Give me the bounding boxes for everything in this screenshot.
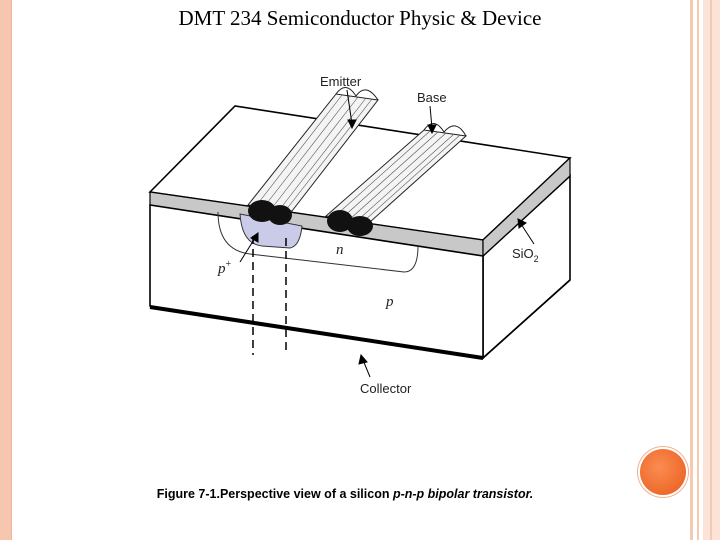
sio2-label-main: SiO <box>512 246 534 261</box>
emitter-label: Emitter <box>320 74 362 89</box>
slide-title: DMT 234 Semiconductor Physic & Device <box>0 6 720 31</box>
p-plus-label: p+ <box>217 259 232 277</box>
p-plus-arrow-line <box>239 237 256 263</box>
p-plus-label-main: p <box>217 261 226 277</box>
p-plus-arrow-head <box>250 232 259 243</box>
base-arrow-line <box>429 105 433 129</box>
right-border-line-1 <box>690 0 693 540</box>
emitter-stripe-hatching <box>255 94 373 211</box>
base-contact-metal <box>327 210 373 236</box>
collector-arrow-head <box>358 353 368 365</box>
emitter-contact-metal <box>248 200 292 225</box>
decorative-orange-circle <box>640 449 686 495</box>
left-border-decoration <box>0 0 12 540</box>
base-stripe-end <box>423 123 467 137</box>
p-plus-label-superscript: + <box>226 259 232 270</box>
right-border-line-2 <box>697 0 699 540</box>
collector-label: Collector <box>360 381 412 396</box>
caption-prefix: Figure 7-1. <box>156 487 220 501</box>
block-side-bottom-edge <box>482 279 571 359</box>
base-label: Base <box>417 90 447 105</box>
sio2-arrow-head <box>517 218 527 229</box>
n-region-outline <box>217 211 419 273</box>
p-region-label: p <box>385 294 394 310</box>
emitter-arrow-line <box>346 89 353 125</box>
label-arrows <box>239 89 535 378</box>
emitter-stripe-end <box>335 87 379 101</box>
block-bottom-edge <box>149 305 484 360</box>
emitter-arrow-head <box>347 119 357 130</box>
oxide-layer-side <box>482 156 571 258</box>
right-border-line-3 <box>710 0 712 540</box>
sio2-label-subscript: 2 <box>534 254 539 264</box>
sio2-label: SiO2 <box>512 246 539 264</box>
sio2-arrow-line <box>520 223 535 245</box>
caption-middle: Perspective view of a silicon <box>219 487 393 501</box>
n-region-label: n <box>336 242 344 258</box>
base-stripe-hatching <box>333 130 461 222</box>
figure-caption: Figure 7-1.Perspective view of a silicon… <box>0 487 690 501</box>
slide-title-text: DMT 234 Semiconductor Physic & Device <box>178 6 542 30</box>
caption-italic: p-n-p bipolar transistor. <box>392 487 534 501</box>
base-arrow-head <box>427 124 437 135</box>
